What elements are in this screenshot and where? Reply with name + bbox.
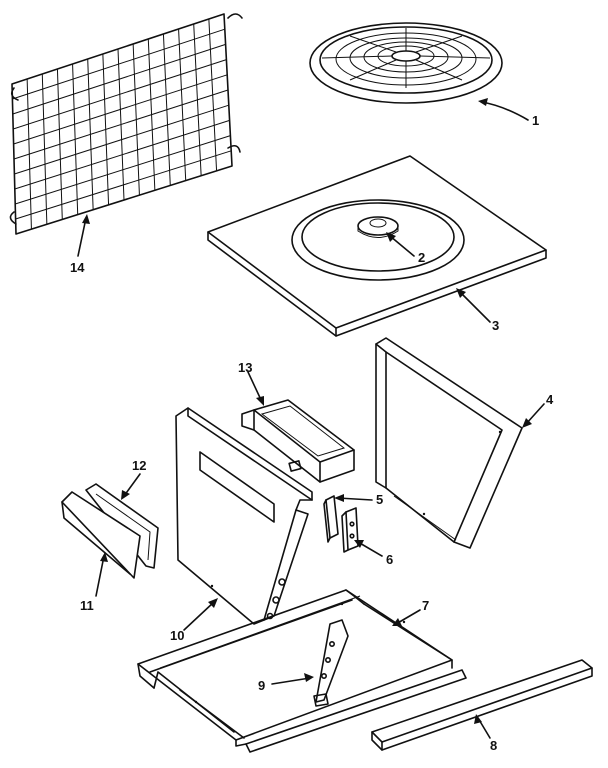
callout-3: 3 [492, 318, 499, 333]
part-8-rail [371, 659, 593, 751]
callout-12: 12 [132, 458, 146, 473]
callout-labels: 1 2 3 4 5 6 7 8 9 10 11 12 13 14 [70, 113, 554, 753]
grille-wire-horizontal [14, 104, 229, 175]
callout-9: 9 [258, 678, 265, 693]
grille-wire-horizontal [12, 43, 226, 115]
callout-6: 6 [386, 552, 393, 567]
part-3-top-panel [207, 155, 547, 337]
part-7-base-pan [137, 589, 467, 753]
callout-13: 13 [238, 360, 252, 375]
grille-wire-horizontal [14, 119, 230, 190]
callout-7: 7 [422, 598, 429, 613]
callout-14: 14 [70, 260, 85, 275]
grille-wire-horizontal [13, 89, 229, 160]
part-14-wire-grille [9, 13, 243, 235]
part-6-bracket [341, 507, 359, 553]
leader-lines [77, 98, 545, 739]
grille-wire-horizontal [13, 59, 227, 130]
callout-2: 2 [418, 250, 425, 265]
part-9-mounting-bracket [313, 619, 349, 707]
grille-wire-horizontal [13, 74, 228, 145]
callout-4: 4 [546, 392, 554, 407]
callout-10: 10 [170, 628, 184, 643]
callout-11: 11 [80, 598, 94, 613]
part-13-duct [241, 399, 355, 483]
callout-8: 8 [490, 738, 497, 753]
part-2-fan-blade [291, 199, 465, 281]
part-4-side-panel [375, 337, 523, 549]
part-1-fan-guard [309, 22, 503, 104]
grille-wire-horizontal [15, 135, 231, 205]
callout-5: 5 [376, 492, 383, 507]
grille-wire-horizontal [12, 28, 225, 100]
part-11-filter [61, 491, 141, 579]
part-5-bracket [323, 495, 339, 543]
grille-wire-horizontal [15, 150, 232, 220]
callout-1: 1 [532, 113, 539, 128]
